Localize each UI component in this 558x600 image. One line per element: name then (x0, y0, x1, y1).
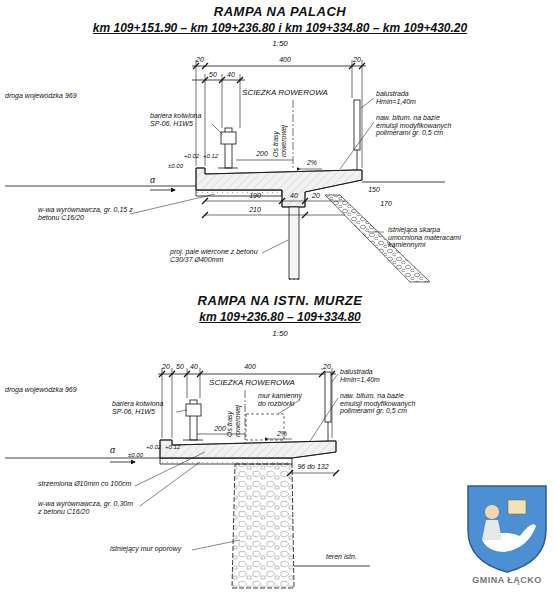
dimension-label: ±0.00 (128, 452, 143, 459)
dimension-label: ŚCIEŻKA ROWEROWA (209, 379, 295, 388)
dimension-label: 200 (214, 425, 226, 433)
annotation-note: w-wa wyrównawcza, gr. 0,15 z betonu C16/… (38, 206, 138, 221)
dimension-label: teren istn. (326, 553, 357, 561)
dimension-label: +0.12 (165, 444, 180, 451)
annotation-note: proj. pale wiercone z betonu C30/37 Ø400… (170, 248, 262, 263)
annotation-note: bariera kotwiona SP-06, H1W5 (150, 112, 212, 127)
chainage-title: km 109+236.80 – 109+334.80 (199, 311, 360, 324)
annotation-note: balustrada Hmin=1,40m (340, 368, 400, 383)
dimension-label: 150 (368, 186, 380, 194)
dimension-label: 200 (256, 150, 268, 158)
dimension-label: 20 (323, 363, 331, 371)
dimension-label: droga wojewódzka 969 (5, 386, 77, 394)
annotation-note: w-wa wyrównawcza, gr. 0,30m z betonu C16… (38, 500, 138, 515)
annotation-note: balustrada Hmin=1,40m (376, 90, 436, 105)
dimension-label: 400 (279, 56, 291, 64)
dimension-label: +0.12 (203, 153, 218, 160)
dimension-label: α (150, 176, 155, 186)
annotation-note: Oś trasy rowerowej (272, 113, 287, 157)
dimension-label: 210 (249, 206, 261, 214)
dimension-label: α (110, 446, 115, 456)
dimension-label: 190 (249, 192, 261, 200)
section-title: RAMPA NA ISTN. MURZE (198, 294, 363, 308)
dimension-label: 1:50 (272, 330, 288, 339)
dimension-label: ±0.00 (168, 163, 183, 170)
dimension-label: ŚCIEŻKA ROWEROWA (242, 89, 328, 98)
annotation-note: naw. bitum. na bazie emulsji modyfikowan… (376, 114, 458, 137)
dimension-label: +0.02 (184, 153, 199, 160)
annotation-note: bariera kotwiona SP-06, H1W5 (112, 400, 174, 415)
dimension-label: 96 do 132 (297, 463, 328, 471)
dimension-label: 20 (162, 363, 170, 371)
dimension-label: 20 (196, 56, 204, 64)
dimension-label: istniejący mur oporowy (110, 545, 181, 553)
dimension-label: 40 (190, 363, 198, 371)
dimension-label: 20 (312, 192, 320, 200)
dimension-label: droga wojewódzka 969 (5, 92, 77, 100)
dimension-label: 20 (353, 56, 361, 64)
logo-text: GMINA ŁĄCKO (472, 576, 542, 586)
dimension-label: 1:50 (272, 40, 288, 49)
dimension-label: 2% (277, 430, 287, 438)
dimension-label: strzemiona Ø10mm co 100cm (38, 480, 131, 488)
annotation-note: istniejąca skarpa umocniona materacami k… (388, 226, 463, 249)
annotation-note: Oś trasy rowerowej (226, 393, 241, 437)
coat-of-arms (468, 486, 546, 572)
dimension-label: 170 (380, 200, 392, 208)
annotation-note: naw. bitum. na bazie emulsji modyfikowan… (340, 392, 422, 415)
dimension-label: +0.02 (146, 444, 161, 451)
dimension-label: 50 (209, 71, 217, 79)
dimension-label: 40 (227, 71, 235, 79)
dimension-label: 50 (176, 363, 184, 371)
section-title: RAMPA NA PALACH (214, 5, 346, 19)
dimension-label: 2% (307, 159, 317, 167)
chainage-title: km 109+151.90 – km 109+236.80 i km 109+3… (93, 22, 467, 35)
annotation-note: mur kamienny do rozbiórki (258, 392, 310, 407)
dimension-label: 40 (290, 192, 298, 200)
dimension-label: 400 (244, 363, 256, 371)
